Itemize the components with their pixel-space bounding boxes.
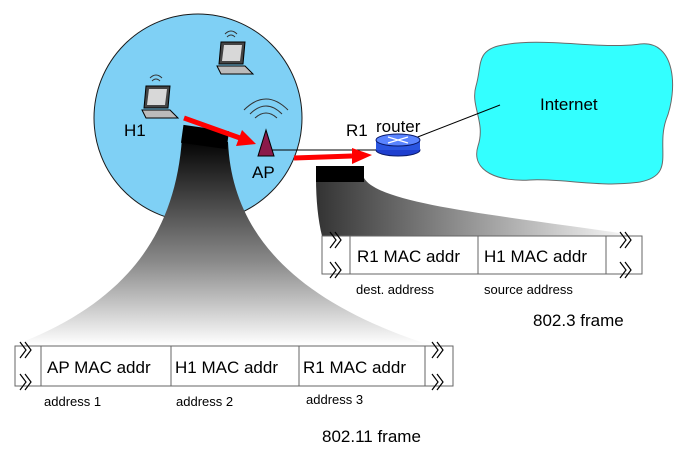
frame-8023-caption: dest. address	[356, 282, 435, 297]
r1-label: R1	[346, 121, 368, 140]
break-mark-icon	[19, 341, 444, 391]
frame-80211-caption: address 2	[176, 394, 233, 409]
frame-80211-caption: address 1	[44, 394, 101, 409]
frame-beam-8023	[316, 178, 640, 236]
frame-8023-caption: source address	[484, 282, 573, 297]
frame-80211-caption: address 3	[306, 392, 363, 407]
router-icon	[375, 133, 421, 157]
arrow-ap-to-router	[293, 148, 372, 164]
laptop-icon	[141, 74, 180, 119]
frame-8023: R1 MAC addr H1 MAC addr dest. address so…	[321, 231, 643, 330]
break-mark-icon	[329, 231, 632, 279]
arrow-h1-to-ap	[183, 115, 256, 146]
frame-8023-field-label: H1 MAC addr	[484, 247, 587, 266]
router-internet-link	[409, 104, 501, 141]
frame-8023-title: 802.3 frame	[533, 311, 624, 330]
internet-cloud	[474, 41, 674, 185]
host-h1-label: H1	[124, 121, 146, 140]
frame-80211-title: 802.11 frame	[322, 427, 421, 446]
frame-80211-field	[298, 345, 426, 387]
frame-8023-field	[477, 235, 607, 275]
laptop-icon	[216, 30, 255, 75]
frame-80211-field-label: R1 MAC addr	[303, 358, 406, 377]
access-point-icon	[243, 98, 289, 157]
router-label: router	[376, 117, 421, 136]
ap-label: AP	[252, 163, 275, 182]
frame-80211-field-label: H1 MAC addr	[175, 358, 278, 377]
frame-beam-80211	[15, 138, 430, 345]
frame-8023-field	[349, 235, 479, 275]
frame-80211: AP MAC addr H1 MAC addr R1 MAC addr addr…	[14, 341, 454, 446]
internet-label: Internet	[540, 95, 598, 114]
frame-80211-field-label: AP MAC addr	[47, 358, 151, 377]
frame-8023-field-label: R1 MAC addr	[357, 247, 460, 266]
frame-icon-8023	[316, 166, 364, 182]
